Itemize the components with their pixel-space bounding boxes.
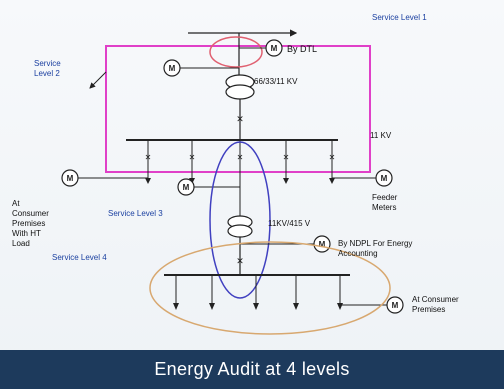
service-level-3-ellipse <box>209 141 271 299</box>
svg-text:✕: ✕ <box>283 153 290 162</box>
consumer-meter-symbol: M <box>392 301 399 310</box>
svg-text:✕: ✕ <box>145 153 152 162</box>
breaker-2-icon: ✕ <box>236 256 244 266</box>
ht-label-line2: Consumer <box>12 209 49 218</box>
ht-label-line4: With HT <box>12 229 41 238</box>
ndpl-meter-icon <box>313 235 331 253</box>
ht-consumer-meter-symbol: M <box>67 174 74 183</box>
footer-banner: Energy Audit at 4 levels <box>0 350 504 389</box>
transformer-2-label: 11KV/415 V <box>268 219 311 228</box>
consumer-label-line2: Premises <box>412 305 445 314</box>
feeder-meters-label-line2: Meters <box>372 203 396 212</box>
by-dtl-label: By DTL <box>287 44 317 54</box>
ndpl-meter-symbol: M <box>319 240 326 249</box>
breaker-1-icon: ✕ <box>236 114 244 124</box>
service-level-1-ellipse <box>209 36 263 68</box>
footer-title: Energy Audit at 4 levels <box>154 359 350 379</box>
dtl-meter-symbol: M <box>271 44 278 53</box>
service-level-2-box <box>105 45 371 173</box>
service-level-2-label-line2: Level 2 <box>34 69 60 78</box>
service-level-4-ellipse <box>149 241 391 335</box>
ndpl-label-line2: Accounting <box>338 249 378 258</box>
svg-text:✕: ✕ <box>329 153 336 162</box>
feeder-arrows <box>145 178 335 184</box>
feeder-breakers: ✕ ✕ ✕ ✕ ✕ <box>145 153 336 162</box>
svg-text:✕: ✕ <box>189 153 196 162</box>
lt-arrows <box>173 303 343 310</box>
ndpl-label-line1: By NDPL For Energy <box>338 239 412 248</box>
feeder-branches <box>147 140 333 217</box>
service-level-1-label: Service Level 1 <box>372 13 427 22</box>
service-level-2-pointer <box>89 71 107 89</box>
bus-11kv-label: 11 KV <box>370 131 392 140</box>
svg-text:✕: ✕ <box>237 153 244 162</box>
consumer-meter-icon <box>386 296 404 314</box>
level3-meter-symbol: M <box>183 183 190 192</box>
transformer-1-label: 66/33/11 KV <box>254 77 298 86</box>
service-level-3-label: Service Level 3 <box>108 209 163 218</box>
lt-branches <box>175 275 341 305</box>
transformer-2-lower <box>227 224 253 238</box>
ht-label-line5: Load <box>12 239 30 248</box>
feeder-meters-label-line1: Feeder <box>372 193 398 202</box>
service-level-4-label: Service Level 4 <box>52 253 107 262</box>
transformer-meter-symbol: M <box>169 64 176 73</box>
consumer-label-line1: At Consumer <box>412 295 459 304</box>
service-level-2-label-line1: Service <box>34 59 61 68</box>
transformer-1-lower <box>225 84 255 100</box>
ht-label-line3: Premises <box>12 219 45 228</box>
dtl-meter-icon <box>265 39 283 57</box>
ht-label-line1: At <box>12 199 20 208</box>
energy-audit-diagram: M M ✕ ✕ ✕ ✕ ✕ ✕ <box>12 13 459 335</box>
feeder-meter-symbol: M <box>381 174 388 183</box>
